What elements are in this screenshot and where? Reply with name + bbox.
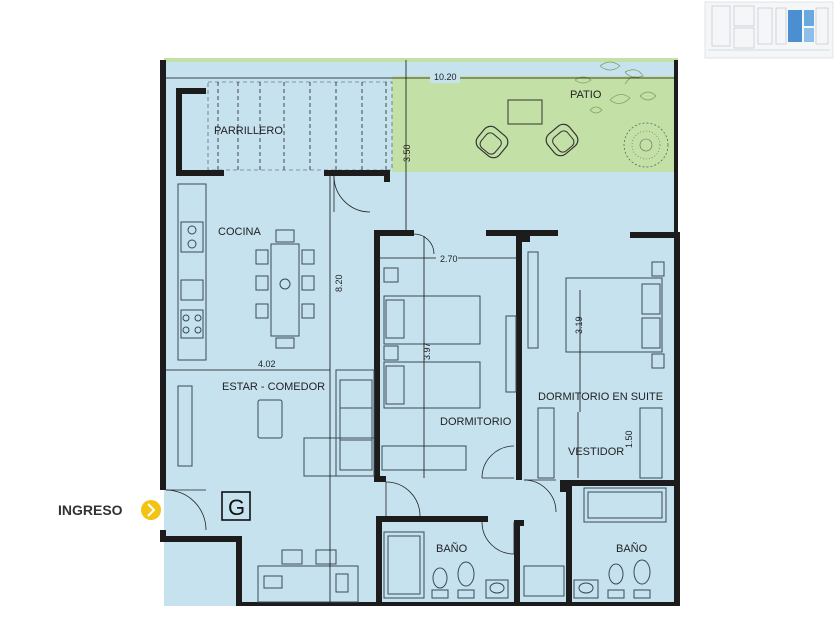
patio-furniture (475, 61, 669, 168)
room-label-dormitorio: DORMITORIO (440, 416, 512, 428)
dim-patio-depth: 3.50 (402, 144, 412, 162)
dim-dorm-depth: 3.97 (422, 342, 432, 360)
room-label-suite: DORMITORIO EN SUITE (538, 391, 663, 403)
dim-total-width: 10.20 (434, 72, 457, 82)
armchair-icon (475, 125, 509, 159)
room-label-vestidor: VESTIDOR (568, 446, 624, 458)
plants (574, 61, 657, 114)
garage-mark: G (221, 491, 251, 521)
living-furniture (177, 369, 375, 603)
dim-dorm-width: 2.70 (440, 254, 458, 264)
dim-estar-width: 4.02 (258, 359, 276, 369)
doors (165, 175, 557, 555)
room-label-cocina: COCINA (218, 226, 261, 238)
tree-icon (623, 122, 669, 168)
bath-fixtures (383, 487, 667, 599)
room-labels: PATIO PARRILLERO COCINA ESTAR - COMEDOR … (214, 89, 663, 555)
keyplan-icon (704, 1, 834, 59)
bedroom-furniture (381, 267, 517, 471)
arrow-right-icon (141, 500, 161, 520)
pergola (207, 81, 393, 171)
garage-mark-label: G (228, 495, 245, 520)
dimension-labels: 10.20 3.50 8.20 4.02 2.70 3.97 3.19 1.50 (258, 71, 634, 448)
entrance-label: INGRESO (58, 502, 123, 518)
armchair-icon (545, 123, 579, 157)
apartment-fill (164, 58, 678, 606)
room-label-estar: ESTAR - COMEDOR (222, 381, 325, 393)
room-label-bano-2: BAÑO (616, 542, 648, 555)
room-label-bano-1: BAÑO (436, 542, 468, 555)
entrance: INGRESO (58, 500, 161, 520)
room-label-patio: PATIO (570, 89, 602, 101)
dim-vestidor-depth: 1.50 (624, 430, 634, 448)
dim-suite-depth: 3.19 (574, 316, 584, 334)
suite-furniture (527, 251, 665, 479)
dim-main-depth: 8.20 (334, 274, 344, 292)
kitchen-furniture (177, 183, 315, 361)
room-label-parrillero: PARRILLERO (214, 125, 283, 137)
dimension-lines (166, 60, 676, 602)
walls (160, 60, 680, 606)
